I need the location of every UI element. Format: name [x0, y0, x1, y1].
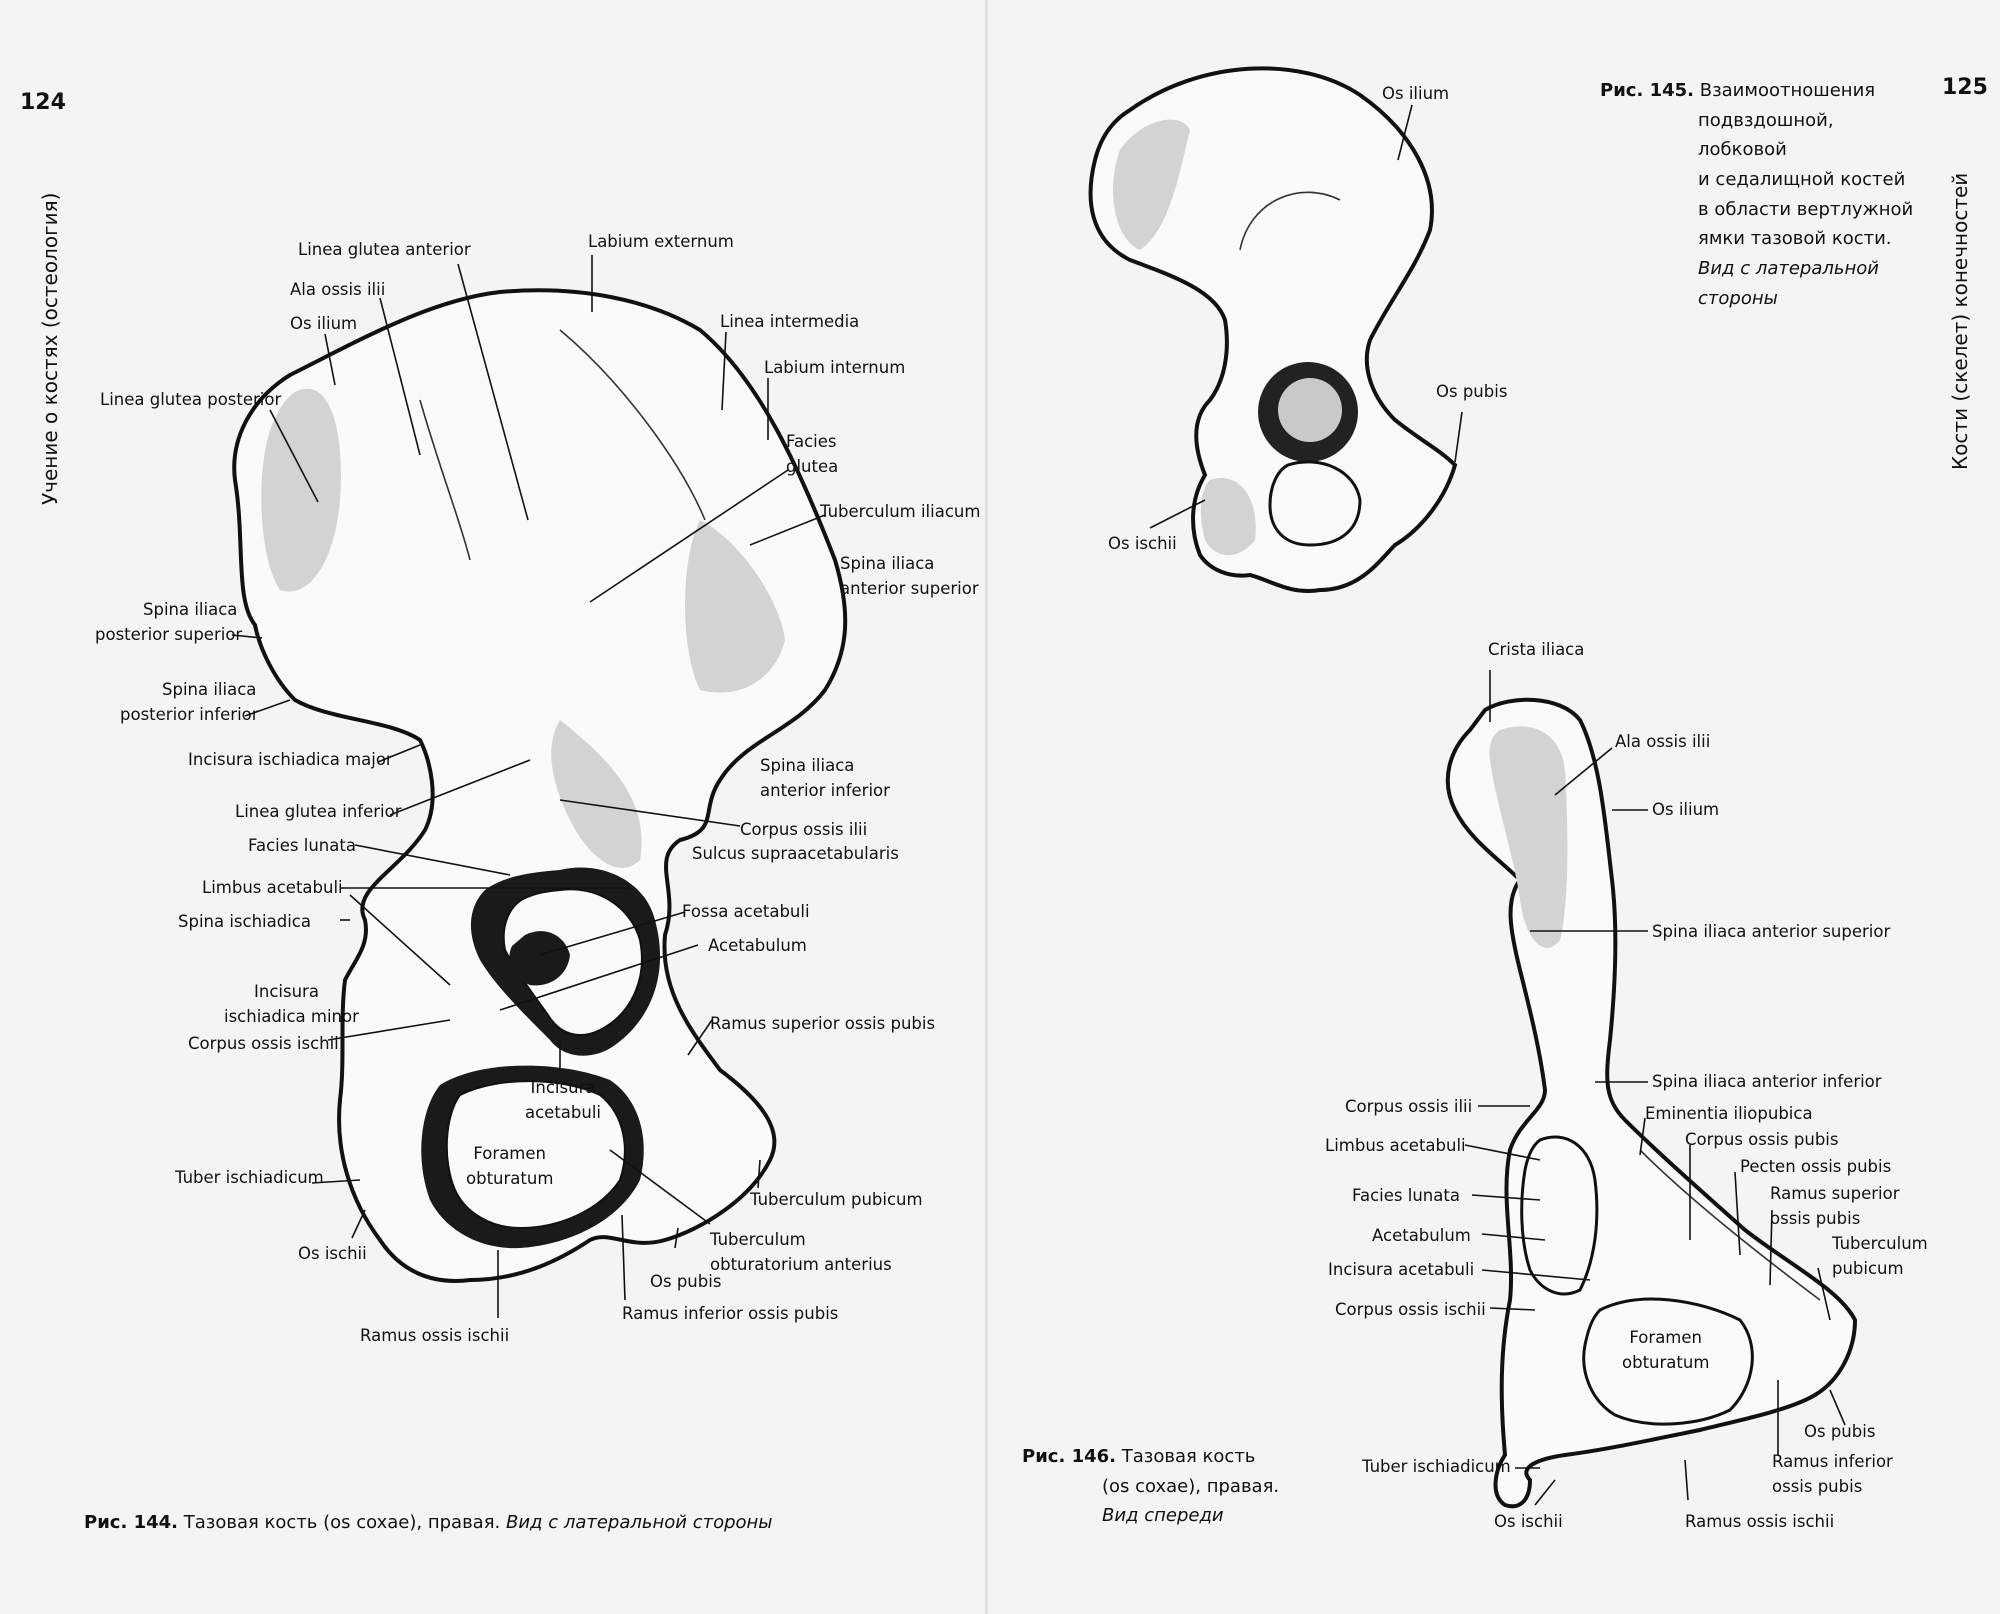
fig144-label: Linea glutea inferior [235, 802, 402, 821]
fig144-label: Os pubis [650, 1272, 722, 1291]
fig144-label: Corpus ossis ilii [740, 820, 868, 839]
fig144-label: Ramus inferior ossis pubis [622, 1304, 839, 1323]
left-page-number: 124 [20, 90, 66, 115]
fig144-label: Labium externum [588, 232, 734, 251]
fig145-acetabulum-relation [1088, 66, 1458, 593]
fig144-label: Tuber ischiadicum [175, 1168, 324, 1187]
right-running-head: Кости (скелет) конечностей [1948, 172, 1972, 470]
fig146-label: Corpus ossis ilii [1345, 1097, 1473, 1116]
fig145-label: Os ischii [1108, 534, 1177, 553]
right-page-number: 125 [1942, 75, 1988, 100]
fig144-label: Ramus ossis ischii [360, 1326, 510, 1345]
fig145-label: Os ilium [1382, 84, 1450, 103]
fig144-label: Acetabulum [708, 936, 807, 955]
fig144-label: Corpus ossis ischii [188, 1034, 339, 1053]
fig144-caption-text: Тазовая кость (os coxae), правая. [183, 1512, 501, 1533]
fig144-label: Fossa acetabuli [682, 902, 810, 921]
page-gutter [985, 0, 988, 1614]
fig145-pointers [1149, 104, 1463, 529]
fig144-label: Limbus acetabuli [202, 878, 343, 897]
fig146-caption: Рис. 146. Тазовая кость (os coxae), прав… [1022, 1446, 1280, 1527]
fig146-label: Incisura acetabuli [1328, 1260, 1475, 1279]
fig146-label: Facies lunata [1352, 1186, 1460, 1205]
fig145-label: Os pubis [1436, 382, 1508, 401]
fig144-label: Spina ischiadica [178, 912, 311, 931]
fig146-label: Tuber ischiadicum [1362, 1457, 1511, 1476]
fig146-label: Pecten ossis pubis [1740, 1157, 1892, 1176]
fig144-label: Ramus superior ossis pubis [710, 1014, 936, 1033]
fig146-label: Ramus ossis ischii [1685, 1512, 1835, 1531]
fig145-caption-number: Рис. 145. [1600, 80, 1694, 101]
fig144-label: Incisura ischiadica major [188, 750, 393, 769]
fig146-label: Spina iliaca anterior superior [1652, 922, 1891, 941]
fig144-label: Labium internum [764, 358, 906, 377]
fig146-hip-bone-anterior [1445, 697, 1858, 1509]
fig145-caption: Рис. 145. Взаимоотношения подвздошной, л… [1600, 80, 1914, 309]
fig146-caption-number: Рис. 146. [1022, 1446, 1116, 1467]
fig146-pointers [1464, 670, 1846, 1506]
fig144-label: Ala ossis ilii [290, 280, 386, 299]
fig146-label: Os pubis [1804, 1422, 1876, 1441]
fig144-label: Os ilium [290, 314, 358, 333]
fig144-pointers [231, 255, 826, 1318]
fig146-label: Limbus acetabuli [1325, 1136, 1466, 1155]
fig144-label: Linea glutea anterior [298, 240, 471, 259]
fig146-label: Eminentia iliopubica [1645, 1104, 1813, 1123]
fig144-label: Linea glutea posterior [100, 390, 282, 409]
fig144-label: Linea intermedia [720, 312, 860, 331]
fig146-label: Spina iliaca anterior inferior [1652, 1072, 1882, 1091]
fig146-label: Ala ossis ilii [1615, 732, 1711, 751]
fig146-label: Acetabulum [1372, 1226, 1471, 1245]
fig146-label: Os ischii [1494, 1512, 1563, 1531]
fig144-hip-bone-lateral [232, 288, 848, 1283]
fig144-label: Tuberculum pubicum [750, 1190, 923, 1209]
fig144-label: Tuberculum iliacum [820, 502, 981, 521]
fig144-caption-view: Вид с латеральной стороны [506, 1512, 773, 1533]
left-running-head: Учение о костях (остеология) [38, 192, 62, 505]
fig146-label: Crista iliaca [1488, 640, 1585, 659]
fig146-label: Corpus ossis pubis [1685, 1130, 1839, 1149]
fig146-label: Corpus ossis ischii [1335, 1300, 1486, 1319]
fig146-label: Os ilium [1652, 800, 1720, 819]
fig144-label: Facies lunata [248, 836, 356, 855]
fig144-caption: Рис. 144. Тазовая кость (os coxae), прав… [84, 1508, 773, 1538]
fig144-label: Sulcus supraacetabularis [692, 844, 899, 863]
fig144-caption-number: Рис. 144. [84, 1512, 178, 1533]
fig144-label: Os ischii [298, 1244, 367, 1263]
